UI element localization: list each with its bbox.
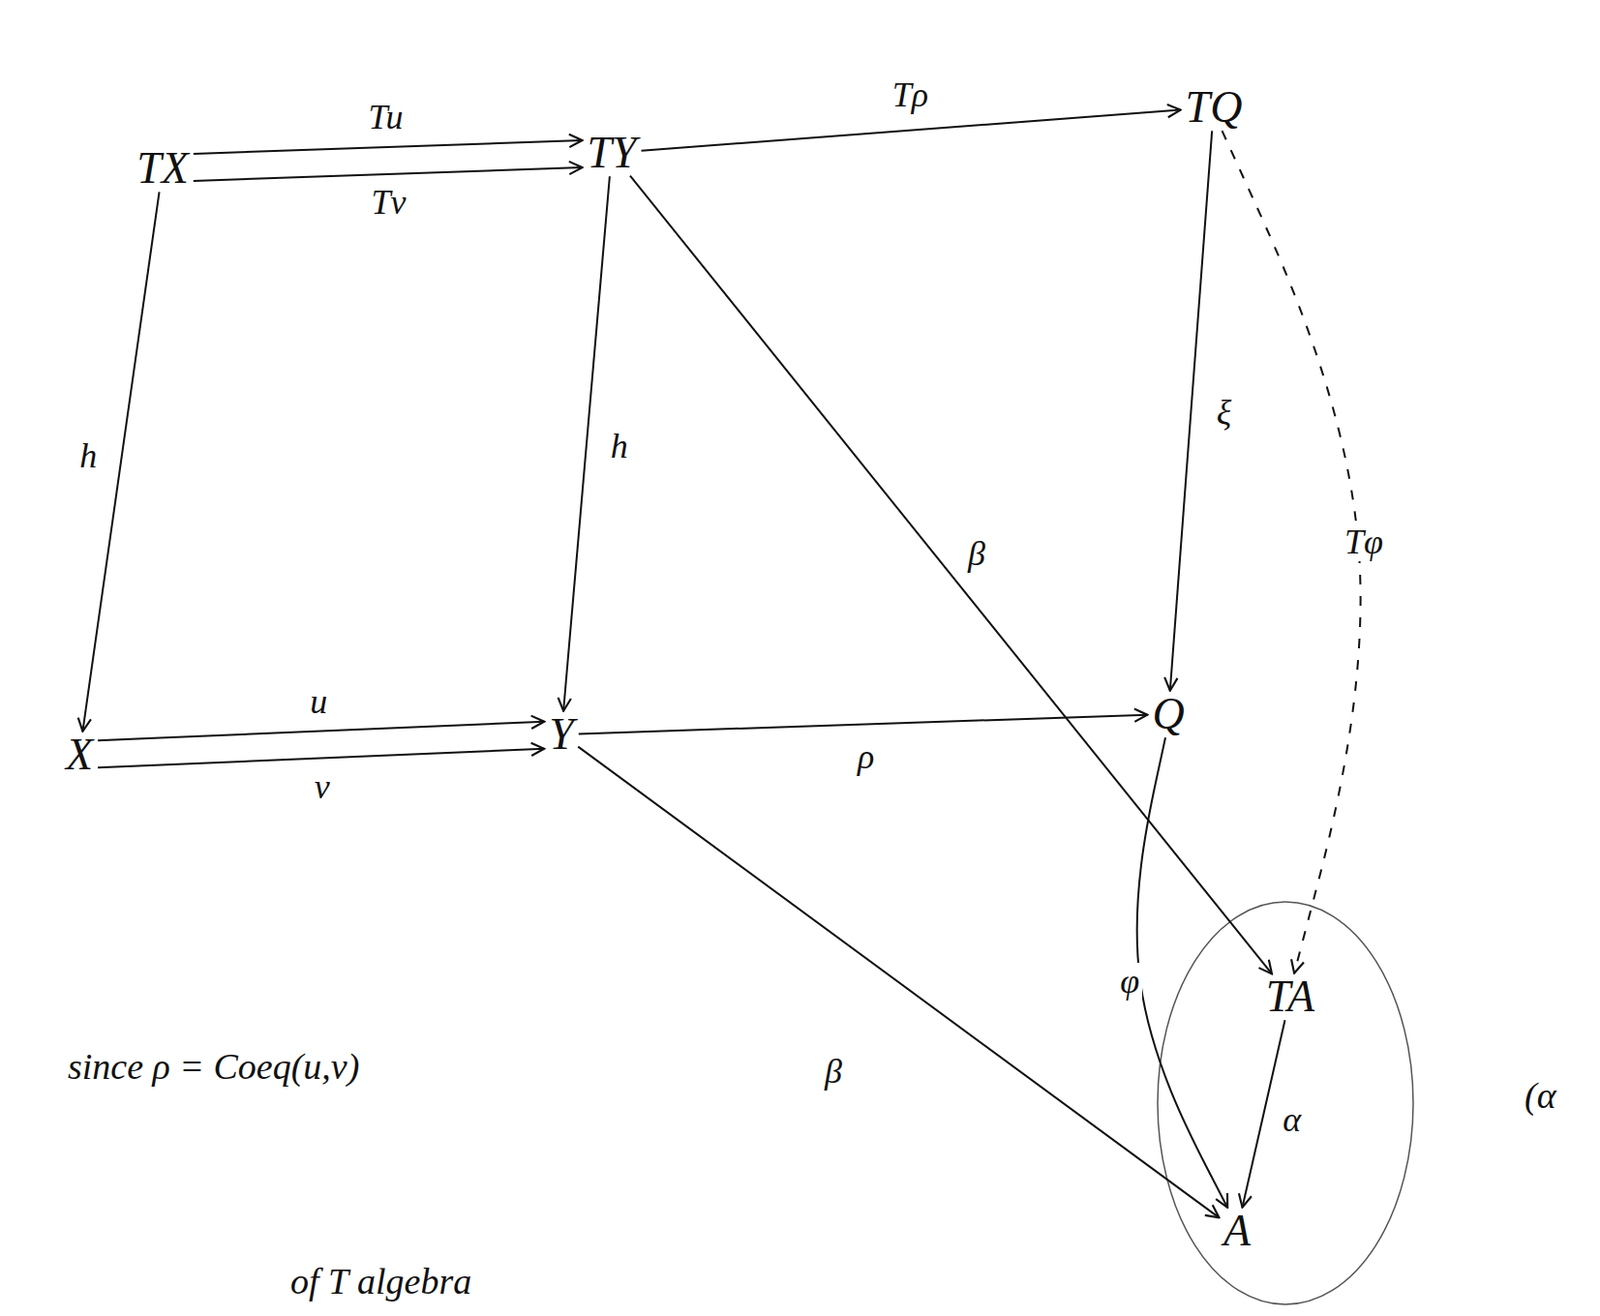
morphism-label: Tρ bbox=[889, 76, 932, 116]
object-node: Q bbox=[1146, 688, 1190, 742]
object-node: Y bbox=[543, 708, 580, 762]
morphism-label: φ bbox=[1116, 963, 1143, 1002]
morphism-arrow bbox=[641, 110, 1181, 151]
morphism-arrow bbox=[577, 747, 1219, 1219]
object-label: Q bbox=[1151, 690, 1184, 740]
morphism-label: v bbox=[311, 768, 333, 808]
morphism-arrow bbox=[1222, 130, 1361, 974]
object-label: Y bbox=[548, 710, 574, 760]
morphism-label: h bbox=[607, 427, 632, 467]
morphism-arrow bbox=[563, 176, 610, 711]
object-label: TX bbox=[136, 144, 189, 194]
object-label: X bbox=[65, 730, 93, 781]
object-node: X bbox=[60, 728, 99, 783]
morphism-arrow bbox=[97, 749, 544, 768]
morphism-arrow bbox=[630, 176, 1272, 975]
object-node: TA bbox=[1260, 970, 1321, 1025]
object-node: TQ bbox=[1179, 81, 1249, 135]
morphism-label: Tφ bbox=[1341, 523, 1387, 563]
morphism-label: u bbox=[306, 683, 331, 723]
object-label: TQ bbox=[1185, 83, 1243, 133]
morphism-label: ρ bbox=[854, 738, 877, 778]
handwritten-note: since ρ = Coeq(u,v) bbox=[67, 1047, 360, 1088]
morphism-arrow bbox=[1137, 737, 1229, 1208]
object-label: TA bbox=[1266, 972, 1315, 1023]
morphism-label: Tu bbox=[364, 98, 406, 138]
morphism-arrow bbox=[1170, 130, 1212, 691]
morphism-arrow bbox=[193, 167, 583, 182]
morphism-label: h bbox=[76, 437, 100, 477]
handwritten-note: (α bbox=[1524, 1076, 1557, 1117]
algebra-outline bbox=[1157, 902, 1414, 1305]
object-label: A bbox=[1223, 1207, 1251, 1257]
morphism-arrow bbox=[1241, 1020, 1285, 1208]
morphism-label: β bbox=[821, 1053, 846, 1092]
morphism-arrow bbox=[97, 722, 544, 741]
handwritten-note: of T algebra bbox=[290, 1262, 472, 1303]
morphism-label: α bbox=[1279, 1101, 1304, 1141]
morphism-arrow bbox=[193, 140, 583, 154]
morphism-label: β bbox=[965, 535, 989, 574]
object-label: TY bbox=[586, 128, 636, 179]
object-node: TY bbox=[580, 126, 642, 181]
object-node: TX bbox=[130, 142, 195, 196]
object-node: A bbox=[1217, 1205, 1257, 1259]
morphism-label: Tv bbox=[368, 183, 410, 223]
morphism-label: ξ bbox=[1213, 393, 1235, 433]
morphism-arrow bbox=[578, 715, 1148, 735]
